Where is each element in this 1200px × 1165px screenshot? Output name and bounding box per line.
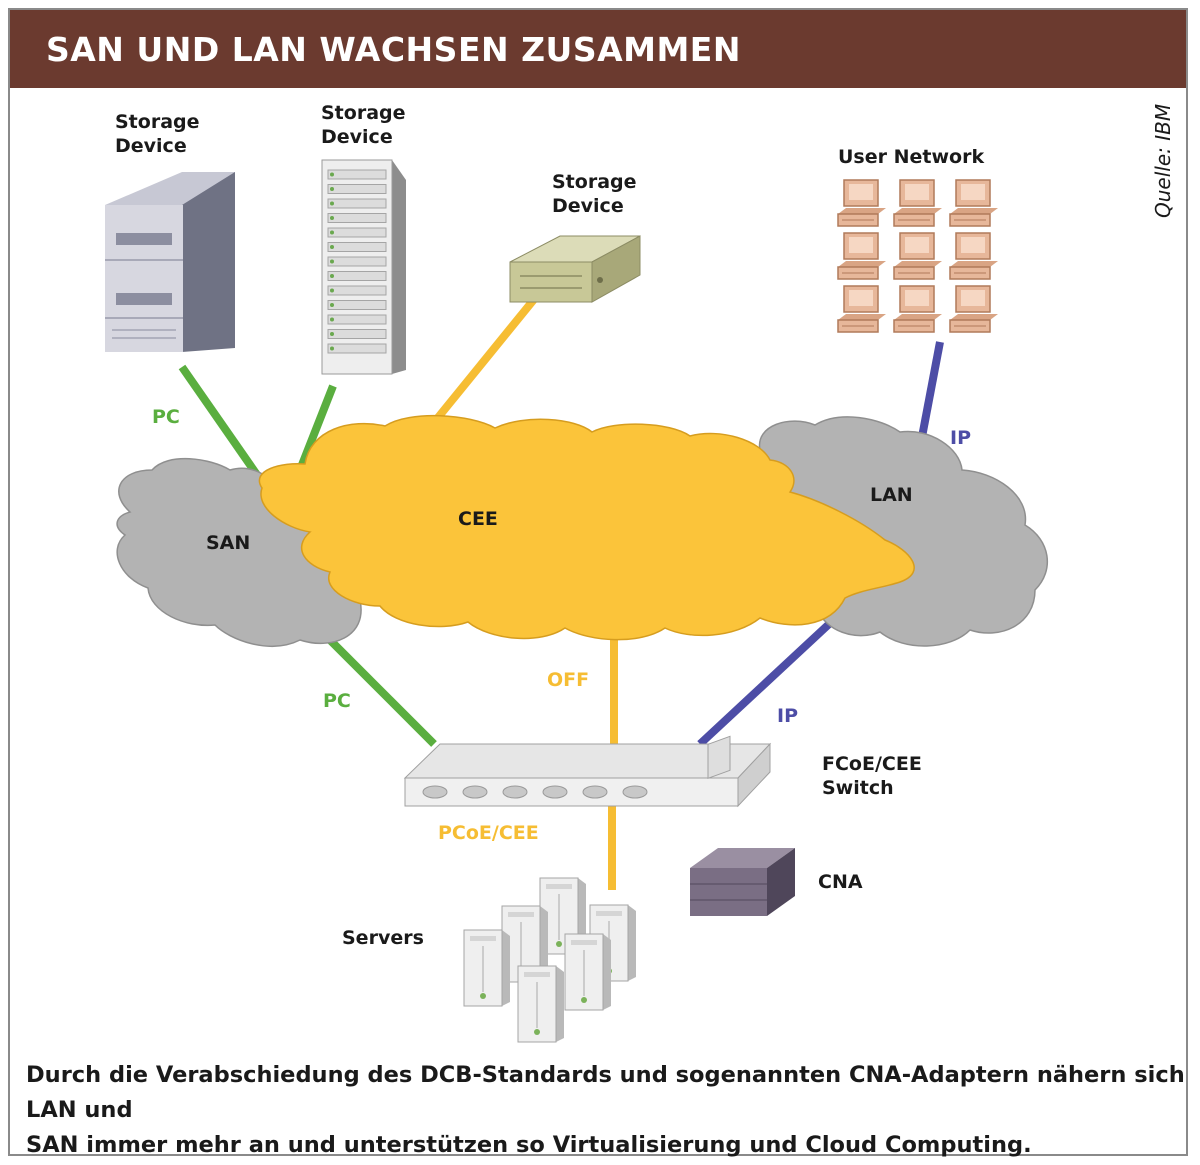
storage-device-3-label-line2: Device <box>552 195 624 217</box>
pcoe-link-label: PCoE/CEE <box>438 822 539 844</box>
pc-link-storage1 <box>178 364 266 485</box>
cna-icon <box>690 848 795 916</box>
storage-device-2-icon <box>321 159 406 375</box>
switch-icon <box>403 735 772 808</box>
user-network-label: User Network <box>838 146 984 168</box>
caption-line-2: SAN immer mehr an und unterstützen so Vi… <box>26 1132 1032 1158</box>
cee-link-storage3 <box>432 289 544 423</box>
ip-link-label-bottom: IP <box>777 705 798 727</box>
storage-device-3-label-line1: Storage <box>552 171 637 193</box>
user-network-icon <box>837 179 998 333</box>
cna-label: CNA <box>818 871 863 893</box>
san-cloud <box>116 458 362 647</box>
pc-link-storage2 <box>294 384 337 477</box>
figure-title: SAN UND LAN WACHSEN ZUSAMMEN <box>46 30 741 69</box>
storage-device-1-icon <box>105 172 235 352</box>
ip-link-label-top: IP <box>950 427 971 449</box>
title-banner: SAN UND LAN WACHSEN ZUSAMMEN <box>10 10 1186 88</box>
source-credit: Quelle: IBM <box>1151 104 1175 218</box>
storage-device-2-label-line2: Device <box>321 126 393 148</box>
ip-link-switch <box>697 609 845 747</box>
pc-link-switch <box>327 637 437 747</box>
caption-line-1: Durch die Verabschiedung des DCB-Standar… <box>26 1062 1185 1123</box>
storage-device-1-label-line2: Device <box>115 135 187 157</box>
pc-link-label-top: PC <box>152 406 180 428</box>
pc-link-label-bottom: PC <box>323 690 351 712</box>
servers-icon <box>463 877 636 1043</box>
servers-label: Servers <box>342 927 424 949</box>
figure-caption: Durch die Verabschiedung des DCB-Standar… <box>26 1058 1186 1163</box>
switch-label-line2: Switch <box>822 777 894 799</box>
cee-cloud <box>258 414 915 641</box>
lan-label: LAN <box>870 484 913 506</box>
connection-lines <box>178 289 944 890</box>
storage-device-1-label-line1: Storage <box>115 111 200 133</box>
switch-label-line1: FCoE/CEE <box>822 753 922 775</box>
san-label: SAN <box>206 532 250 554</box>
off-link-label: OFF <box>547 669 589 691</box>
storage-device-3-icon <box>509 235 641 303</box>
cee-label: CEE <box>458 508 498 530</box>
labels: Storage Device Storage Device Storage De… <box>115 102 1175 949</box>
storage-device-2-label-line1: Storage <box>321 102 406 124</box>
